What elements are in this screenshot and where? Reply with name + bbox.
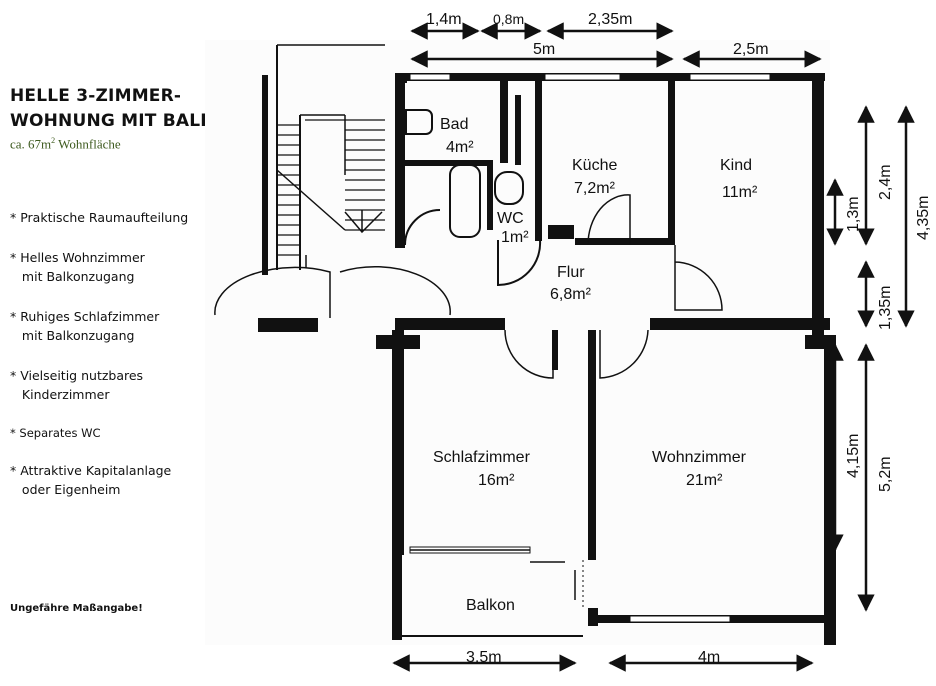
title-line-2: WOHNUNG MIT BALKON [10,111,242,131]
feature-item: * Ruhiges Schlafzimmer mit Balkonzugang [10,309,160,343]
room-area-schlafzimmer: 16m² [478,472,515,489]
dimension-labels: 1,4m 0,8m 2,35m 5m 2,5m 1,3m 2,4m 1,35m … [426,11,932,666]
room-area-kueche: 7,2m² [574,180,616,197]
dim-right-5: 5,2m [877,456,894,492]
room-area-kind: 11m² [722,184,758,201]
entrance-door [214,266,451,318]
feature-item: * Separates WC [10,426,101,440]
room-name-flur: Flur [557,264,585,281]
dim-top-right: 2,5m [733,41,769,58]
dim-bottom-left: 3,5m [466,649,502,666]
feature-item: * Vielseitig nutzbares Kinderzimmer [10,368,144,402]
dim-top-2: 0,8m [493,11,524,27]
feature-item: * Helles Wohnzimmer mit Balkonzugang [10,250,145,284]
description-panel: HELLE 3-ZIMMER- WOHNUNG MIT BALKON ca. 6… [0,0,260,686]
footnote: Ungefähre Maßangabe! [10,603,143,614]
dim-right-4: 4,15m [845,434,862,478]
dim-right-3: 1,35m [877,286,894,330]
room-labels: Bad 4m² Küche 7,2m² Kind 11m² WC 1m² Flu… [433,116,758,614]
dim-right-1: 1,3m [845,196,862,232]
dim-right-2: 2,4m [877,164,894,200]
room-name-wc: WC [497,210,524,227]
room-name-kind: Kind [720,157,752,174]
staircase [262,44,385,275]
room-area-bad: 4m² [446,139,474,156]
dim-top-3: 2,35m [588,11,632,28]
dim-top-1: 1,4m [426,11,462,28]
feature-item: * Praktische Raumaufteilung [10,210,189,225]
feature-item: * Attraktive Kapitalanlage oder Eigenhei… [10,463,172,497]
dim-right-total: 4,35m [915,196,932,240]
room-area-wc: 1m² [501,229,529,246]
room-name-schlafzimmer: Schlafzimmer [433,449,531,466]
room-name-bad: Bad [440,116,468,133]
living-area: ca. 67m2 Wohnfläche [10,136,121,152]
room-area-flur: 6,8m² [550,286,592,303]
interior-doors [504,194,723,379]
dimension-lines [392,22,915,672]
room-name-kueche: Küche [572,157,617,174]
dim-top-total: 5m [533,41,555,58]
dim-bottom-right: 4m [698,649,720,666]
room-name-wohnzimmer: Wohnzimmer [652,449,747,466]
bathroom-fixtures [404,109,542,287]
room-name-balkon: Balkon [466,597,515,614]
title-line-1: HELLE 3-ZIMMER- [10,86,182,106]
room-area-wohnzimmer: 21m² [686,472,723,489]
